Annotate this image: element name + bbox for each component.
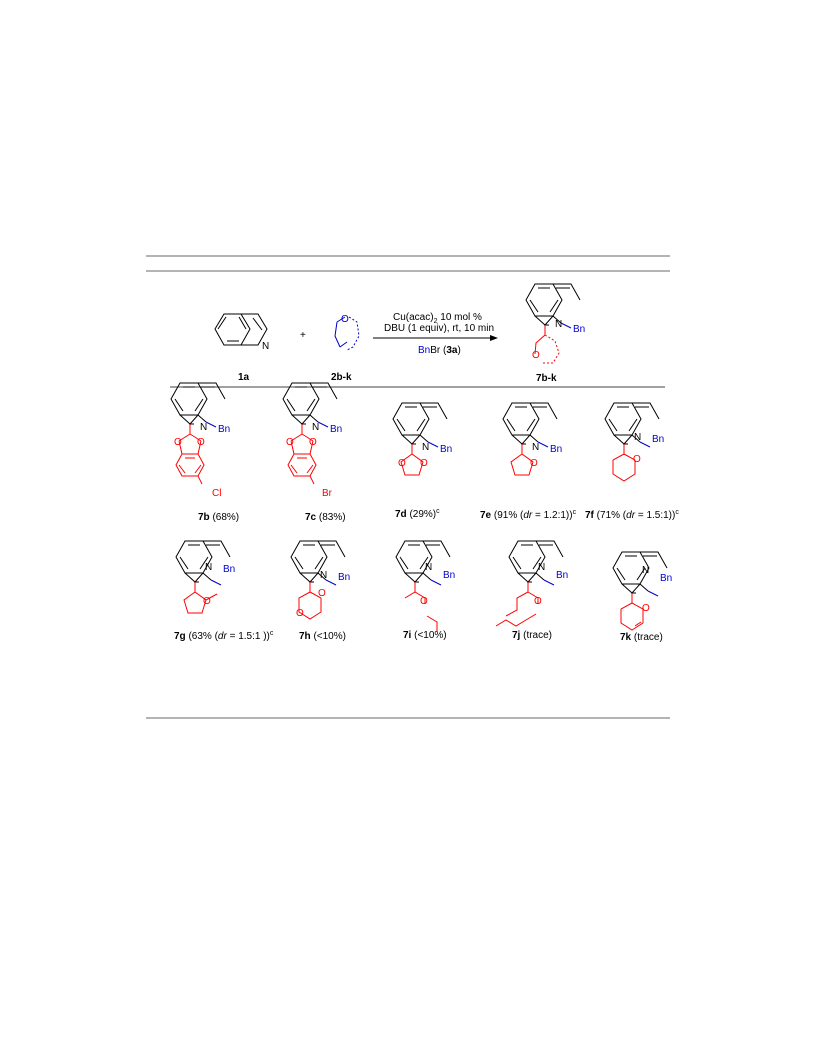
o-7b-2: O — [197, 437, 205, 448]
label-2bk: 2b-k — [331, 372, 352, 383]
bn-7f: Bn — [652, 434, 664, 445]
o-7d-2: O — [420, 458, 428, 469]
structure-7g — [175, 540, 231, 614]
structure-7c — [282, 382, 338, 485]
arrow-head — [490, 335, 498, 341]
n-7c: N — [312, 422, 319, 433]
bn-7j: Bn — [556, 570, 568, 581]
condition-line3: BnBr (3a) — [418, 345, 461, 356]
o-7g: O — [203, 596, 211, 607]
bn-7d: Bn — [440, 444, 452, 455]
bn-7h: Bn — [338, 572, 350, 583]
o-7b-1: O — [174, 437, 182, 448]
label-7b: 7b (68%) — [198, 512, 239, 523]
n-7j: N — [538, 562, 545, 573]
bn-7c: Bn — [330, 424, 342, 435]
label-7h: 7h (<10%) — [299, 631, 346, 642]
label-7c: 7c (83%) — [305, 512, 346, 523]
structure-7h — [290, 540, 346, 620]
n-7g: N — [205, 562, 212, 573]
structure-7j — [495, 540, 564, 627]
label-7g: 7g (63% (dr = 1.5:1 ))c — [174, 630, 274, 642]
plus-sign: + — [300, 330, 306, 341]
o-7h-1: O — [318, 588, 326, 599]
condition-line1: Cu(acac)2 10 mol % — [393, 312, 482, 325]
structure-7f — [604, 402, 660, 482]
o-7f: O — [633, 454, 641, 465]
o-7h-2: O — [296, 608, 304, 619]
n-7i: N — [425, 562, 432, 573]
label-7i: 7i (<10%) — [403, 630, 447, 641]
ether-structure — [334, 316, 360, 351]
bn-product: Bn — [573, 324, 585, 335]
label-7e: 7e (91% (dr = 1.2:1))c — [480, 509, 577, 521]
n-atom-1a: N — [262, 341, 269, 352]
o-atom-product: O — [532, 350, 540, 361]
bn-7i: Bn — [443, 570, 455, 581]
label-1a: 1a — [238, 372, 250, 383]
structure-7i — [395, 540, 451, 632]
o-7c-2: O — [309, 437, 317, 448]
o-atom-2: O — [341, 314, 349, 325]
o-7i: O — [420, 596, 428, 607]
product-structure — [525, 283, 581, 364]
label-7j: 7j (trace) — [512, 630, 552, 641]
o-7d-1: O — [398, 458, 406, 469]
label-7d: 7d (29%)c — [395, 508, 440, 520]
n-7e: N — [532, 442, 539, 453]
n-7f: N — [634, 432, 641, 443]
cl-7b: Cl — [212, 488, 221, 499]
bn-7b: Bn — [218, 424, 230, 435]
condition-line2: DBU (1 equiv), rt, 10 min — [384, 323, 494, 334]
o-7k: O — [642, 603, 650, 614]
n-7b: N — [200, 422, 207, 433]
bn-7k: Bn — [660, 573, 672, 584]
n-7h: N — [320, 570, 327, 581]
bn-7g: Bn — [223, 564, 235, 575]
structure-7k — [612, 551, 668, 631]
bn-7e: Bn — [550, 444, 562, 455]
structure-7b — [170, 382, 226, 485]
br-7c: Br — [322, 488, 333, 499]
structure-7d — [392, 402, 448, 476]
isoquinoline-structure — [214, 313, 268, 346]
label-7bk: 7b-k — [536, 373, 557, 384]
structure-7e — [502, 402, 558, 476]
n-7k: N — [642, 565, 649, 576]
label-7k: 7k (trace) — [620, 632, 663, 643]
o-7c-1: O — [286, 437, 294, 448]
label-7f: 7f (71% (dr = 1.5:1))c — [585, 509, 679, 521]
n-atom-product: N — [555, 319, 562, 330]
n-7d: N — [422, 442, 429, 453]
o-7j: O — [534, 596, 542, 607]
o-7e: O — [530, 458, 538, 469]
